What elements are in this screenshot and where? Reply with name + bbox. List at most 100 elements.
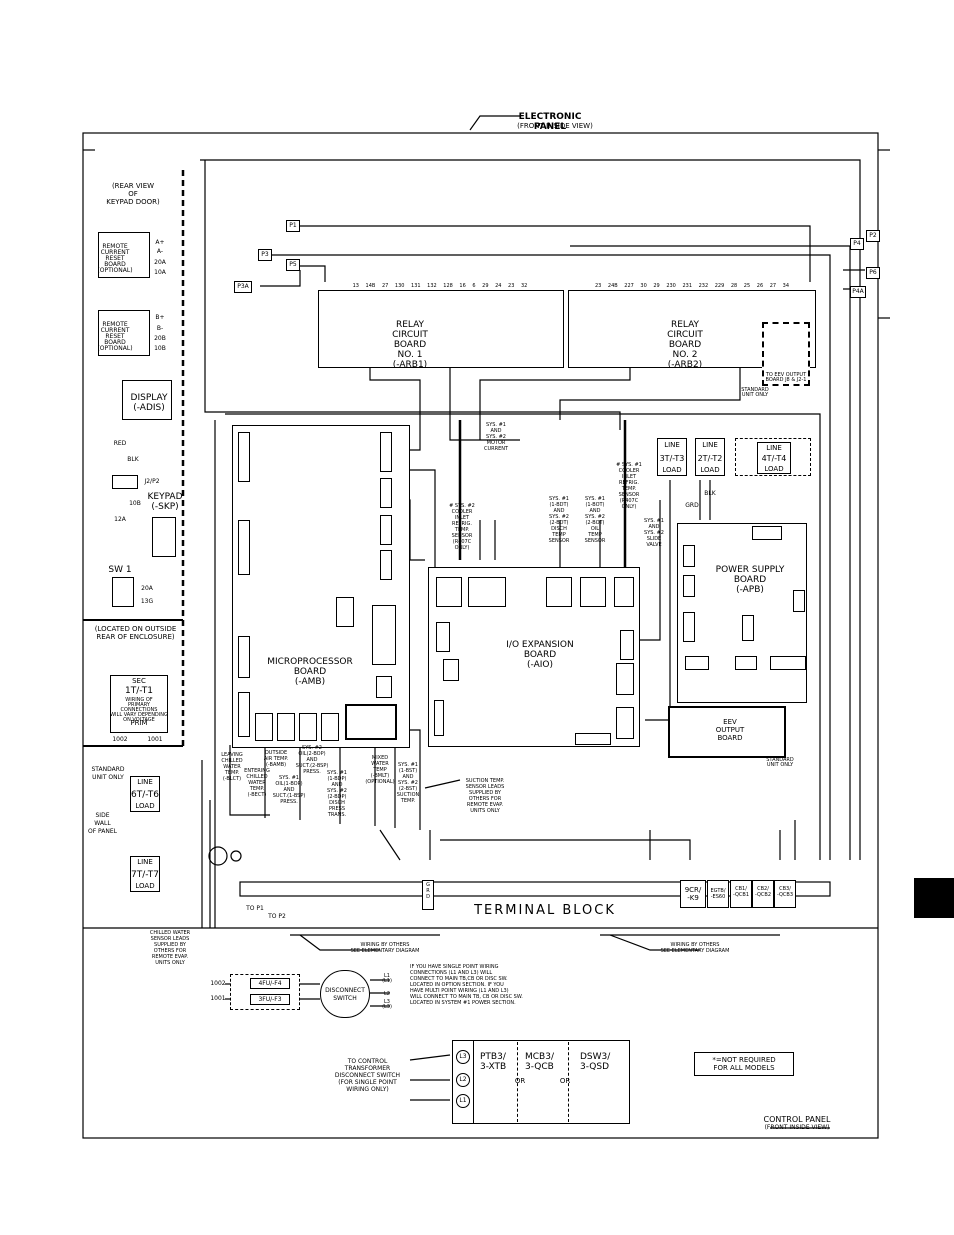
t4-name: 4T/-T4 (761, 454, 787, 463)
io-j7 (436, 622, 450, 652)
electronic-panel-arrow (469, 115, 520, 131)
amb-j7 (380, 432, 392, 472)
connector-p5: P5 (286, 259, 300, 271)
to-p1: TO P1 (246, 905, 264, 912)
grommet-2 (230, 850, 242, 862)
remote-reset-board-1-label: REMOTE CURRENT RESET BOARD (OPTIONAL) (97, 243, 133, 274)
amb-j9 (380, 515, 392, 545)
t1-location: (LOCATED ON OUTSIDE REAR OF ENCLOSURE) (94, 625, 177, 641)
ds-term-l1: L1 (L1) (382, 973, 392, 984)
wire-h (260, 270, 301, 287)
io-j3 (575, 733, 611, 745)
remote-reset-board-2-label: REMOTE CURRENT RESET BOARD (OPTIONAL) (97, 321, 133, 352)
io-expansion-board (428, 567, 640, 747)
cb2-label: CB2/ -QCB2 (754, 886, 772, 898)
ps-grd: GRD (685, 502, 699, 509)
side-wall-label: SIDE WALL OF PANEL (87, 812, 118, 835)
eev-output-note: STANDARD UNIT ONLY (766, 757, 794, 768)
display-blk: BLK (127, 456, 139, 463)
label-cooler-inlet-1: # SYS. #1 COOLER INLET REFRIG. TEMP. SEN… (616, 462, 642, 510)
display-jack: J2/P2 (144, 478, 160, 485)
io-j6 (468, 577, 506, 607)
t2-blk: BLK (704, 490, 716, 497)
connector-p3a: P3A (234, 281, 252, 293)
t3-box (657, 438, 687, 476)
label-suct-press: SYS. #2 OIL(2-BOP) AND SUCT.(2-BSP) PRES… (295, 745, 329, 775)
eev-output-board (668, 706, 786, 758)
wire-a (204, 160, 621, 430)
legend-box (694, 1052, 794, 1076)
t7-name: 7T/-T7 (131, 870, 159, 880)
ps-j3 (752, 526, 782, 540)
single-point-note: IF YOU HAVE SINGLE POINT WIRING CONNECTI… (410, 964, 523, 1006)
board1-term-20a: 20A (154, 259, 166, 266)
amb-j7b (345, 704, 397, 740)
cb3-label: CB3/ -QCB3 (776, 886, 794, 898)
wire-d (200, 159, 861, 860)
label-disch-press: SYS. #1 (1-BDP) AND SYS. #2 (2-BDP) DISC… (327, 770, 347, 818)
or-2: OR (559, 1077, 571, 1085)
terminal-strip (239, 881, 831, 897)
ps-j4 (683, 612, 695, 642)
label-oil-temp: SYS. #1 (1-BOT) AND SYS. #2 (2-BOT) OIL … (584, 496, 606, 544)
amb-j8b (255, 713, 273, 741)
relay-board-1-terms: 13 14B 27 130 131 132 128 16 6 29 24 23 … (352, 283, 528, 289)
fuse-f3: 3FU/-F3 (250, 994, 290, 1005)
board1-term-a-plus: A+ (155, 239, 165, 246)
t7-line: LINE (137, 858, 153, 866)
cb1-label: CB1/ -QCB1 (732, 886, 750, 898)
control-panel-subtitle: (FRONT INSIDE VIEW) (764, 1124, 830, 1131)
t4-line: LINE (766, 444, 782, 452)
term-l2-circle: L2 (456, 1073, 470, 1087)
amb-j13 (277, 713, 295, 741)
label-motor-current: SYS. #1 AND SYS. #2 MOTOR CURRENT (483, 422, 509, 452)
io-j11 (620, 630, 634, 660)
keypad-box (152, 517, 176, 557)
eev-option-box (762, 322, 810, 386)
t1-term-1002: 1002 (112, 736, 128, 743)
wire-o (559, 354, 741, 420)
display-label: DISPLAY (-ADIS) (130, 393, 168, 413)
wire-x (640, 500, 661, 641)
connector-p4: P4 (850, 238, 864, 250)
terminal-grd (422, 880, 434, 910)
t7-box (130, 856, 160, 892)
board1-term-a-minus: A- (156, 248, 164, 255)
microprocessor-board (232, 425, 410, 748)
fuse-term-1001: 1001 (210, 995, 226, 1002)
others-line-3 (299, 934, 380, 951)
wire-m (449, 354, 520, 441)
panel-frame (82, 132, 879, 1139)
amb-j4 (376, 676, 392, 698)
amb-j8 (380, 478, 392, 508)
fuse-f4: 4FU/-F4 (250, 978, 290, 989)
terminal-block-title: TERMINAL BLOCK (474, 903, 616, 918)
display-box (122, 380, 172, 420)
ps-j7 (683, 575, 695, 597)
keypad-label: KEYPAD (-SKP) (147, 492, 183, 512)
ps-j5 (685, 656, 709, 670)
wire-g (300, 265, 326, 282)
dsw-label: DSW3/ 3-QSD (580, 1052, 611, 1072)
sw1-label: SW 1 (108, 565, 132, 575)
disconnect-switch (320, 970, 370, 1018)
io-j8 (546, 577, 572, 607)
cb1 (730, 880, 752, 908)
amb-j3-block (372, 605, 396, 665)
label-cooler-inlet-2: # SYS. #2 COOLER INLET REFRIG. TEMP. SEN… (449, 503, 475, 551)
io-j9 (614, 577, 634, 607)
power-box (452, 1040, 630, 1124)
microprocessor-name: MICROPROCESSOR BOARD (-AMB) (267, 657, 353, 687)
wire-c (225, 413, 821, 860)
ecb-label: EGTB/ -ES60 (710, 888, 726, 900)
sw1-box (112, 577, 134, 607)
legend-text: *=NOT REQUIRED FOR ALL MODELS (712, 1056, 776, 1072)
t1-sec: SEC (132, 677, 146, 685)
t6-load: LOAD (135, 802, 155, 810)
amb-j10 (380, 550, 392, 580)
connector-p1: P1 (286, 220, 300, 232)
grommet-1 (208, 846, 228, 866)
wiring-by-others-2: WIRING BY OTHERS SEE ELEMENTARY DIAGRAM (660, 942, 730, 954)
electronic-panel-title: ELECTRONIC PANEL (518, 112, 582, 132)
side-wall-standard: STANDARD UNIT ONLY (91, 766, 125, 781)
